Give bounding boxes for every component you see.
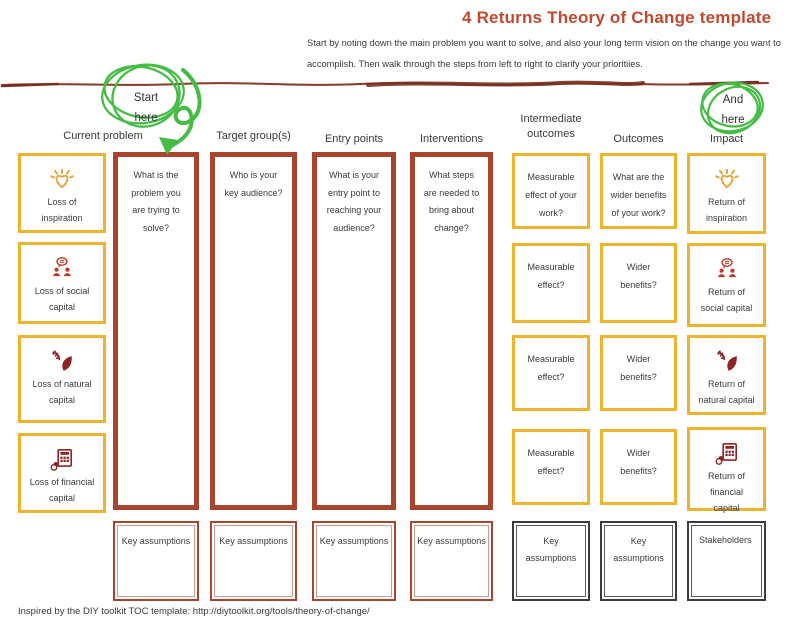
outcome-text: Wider benefits?	[620, 448, 657, 476]
loss-of-natural-capital-box: Loss of natural capital	[18, 335, 106, 423]
outcome-text: What are the wider benefits of your work…	[610, 172, 667, 218]
return-of-natural-capital-box: Return of natural capital	[687, 335, 766, 415]
intermediate-outcome-box: Measurable effect?	[512, 429, 590, 505]
outcome-text: Wider benefits?	[620, 262, 657, 290]
loss-box-label: Loss of natural capital	[32, 379, 92, 406]
column-header-interventions: Interventions	[420, 133, 483, 145]
key-assumptions-label: Key assumptions	[604, 525, 673, 597]
intermediate-outcome-text: Measurable effect?	[527, 262, 575, 290]
impact-box-label: Return of social capital	[700, 287, 753, 314]
intermediate-outcome-text: Measurable effect?	[527, 448, 575, 476]
intermediate-outcome-box: Measurable effect?	[512, 243, 590, 323]
footer-attribution: Inspired by the DIY toolkit TOC template…	[18, 606, 370, 617]
return-of-inspiration-box: Return of inspiration	[687, 153, 766, 234]
stakeholders-box: Stakeholders	[687, 521, 766, 601]
impact-box-label: Return of inspiration	[705, 197, 748, 224]
intermediate-outcome-text: Measurable effect?	[527, 354, 575, 382]
intermediate-outcome-box: Measurable effect of your work?	[512, 153, 590, 229]
page-title: 4 Returns Theory of Change template	[462, 8, 772, 27]
outcome-box: What are the wider benefits of your work…	[600, 153, 677, 229]
key-assumptions-box: Key assumptions	[210, 521, 297, 601]
question-text: What is your entry point to reaching you…	[326, 170, 382, 233]
outcome-text: Wider benefits?	[620, 354, 657, 382]
key-assumptions-box: Key assumptions	[600, 521, 677, 601]
question-text: What is the problem you are trying to so…	[131, 170, 181, 233]
natural-capital-icon	[714, 348, 740, 374]
column-header-impact: Impact	[709, 133, 743, 145]
intermediate-outcome-box: Measurable effect?	[512, 335, 590, 411]
stakeholders-label: Stakeholders	[691, 525, 762, 597]
key-assumptions-label: Key assumptions	[414, 525, 489, 597]
problem-question-box: What is the problem you are trying to so…	[113, 152, 199, 510]
and-here-annotation: And here	[721, 94, 745, 126]
page-subtitle: Start by noting down the main problem yo…	[307, 38, 781, 69]
impact-box-label: Return of financial capital	[707, 471, 746, 514]
inspiration-icon	[49, 166, 75, 192]
question-text: Who is your key audience?	[224, 170, 283, 198]
loss-of-social-capital-box: Loss of social capital	[18, 242, 106, 324]
key-assumptions-box: Key assumptions	[113, 521, 199, 601]
start-here-annotation: Start here	[133, 92, 159, 124]
hand-drawn-line-icon	[0, 80, 769, 88]
impact-box-label: Return of natural capital	[698, 379, 755, 406]
outcome-box: Wider benefits?	[600, 243, 677, 323]
loss-box-label: Loss of financial capital	[29, 477, 95, 504]
outcome-box: Wider benefits?	[600, 335, 677, 411]
outcome-box: Wider benefits?	[600, 429, 677, 505]
column-header-outcomes: Outcomes	[613, 133, 664, 145]
loss-of-financial-capital-box: Loss of financial capital	[18, 433, 106, 513]
key-assumptions-label: Key assumptions	[316, 525, 392, 597]
loss-of-inspiration-box: Loss of inspiration	[18, 153, 106, 233]
social-capital-icon	[714, 256, 740, 282]
financial-capital-icon	[714, 440, 740, 466]
natural-capital-icon	[49, 348, 75, 374]
target-group-question-box: Who is your key audience?	[210, 152, 297, 510]
interventions-question-box: What steps are needed to bring about cha…	[410, 152, 493, 510]
loss-box-label: Loss of social capital	[34, 286, 90, 313]
question-text: What steps are needed to bring about cha…	[423, 170, 480, 233]
key-assumptions-label: Key assumptions	[214, 525, 293, 597]
key-assumptions-label: Key assumptions	[516, 525, 586, 597]
column-header-current-problem: Current problem	[63, 130, 143, 142]
key-assumptions-box: Key assumptions	[410, 521, 493, 601]
social-capital-icon	[49, 255, 75, 281]
return-of-social-capital-box: Return of social capital	[687, 243, 766, 327]
entry-points-question-box: What is your entry point to reaching you…	[312, 152, 396, 510]
key-assumptions-box: Key assumptions	[512, 521, 590, 601]
intermediate-outcome-text: Measurable effect of your work?	[525, 172, 577, 218]
return-of-financial-capital-box: Return of financial capital	[687, 427, 766, 513]
column-header-target-groups: Target group(s)	[216, 130, 291, 142]
loss-box-label: Loss of inspiration	[41, 197, 83, 224]
column-header-intermediate-outcomes: Intermediate outcomes	[520, 113, 582, 140]
inspiration-icon	[714, 166, 740, 192]
column-header-entry-points: Entry points	[324, 133, 384, 145]
key-assumptions-box: Key assumptions	[312, 521, 396, 601]
financial-capital-icon	[49, 446, 75, 472]
key-assumptions-label: Key assumptions	[117, 525, 195, 597]
